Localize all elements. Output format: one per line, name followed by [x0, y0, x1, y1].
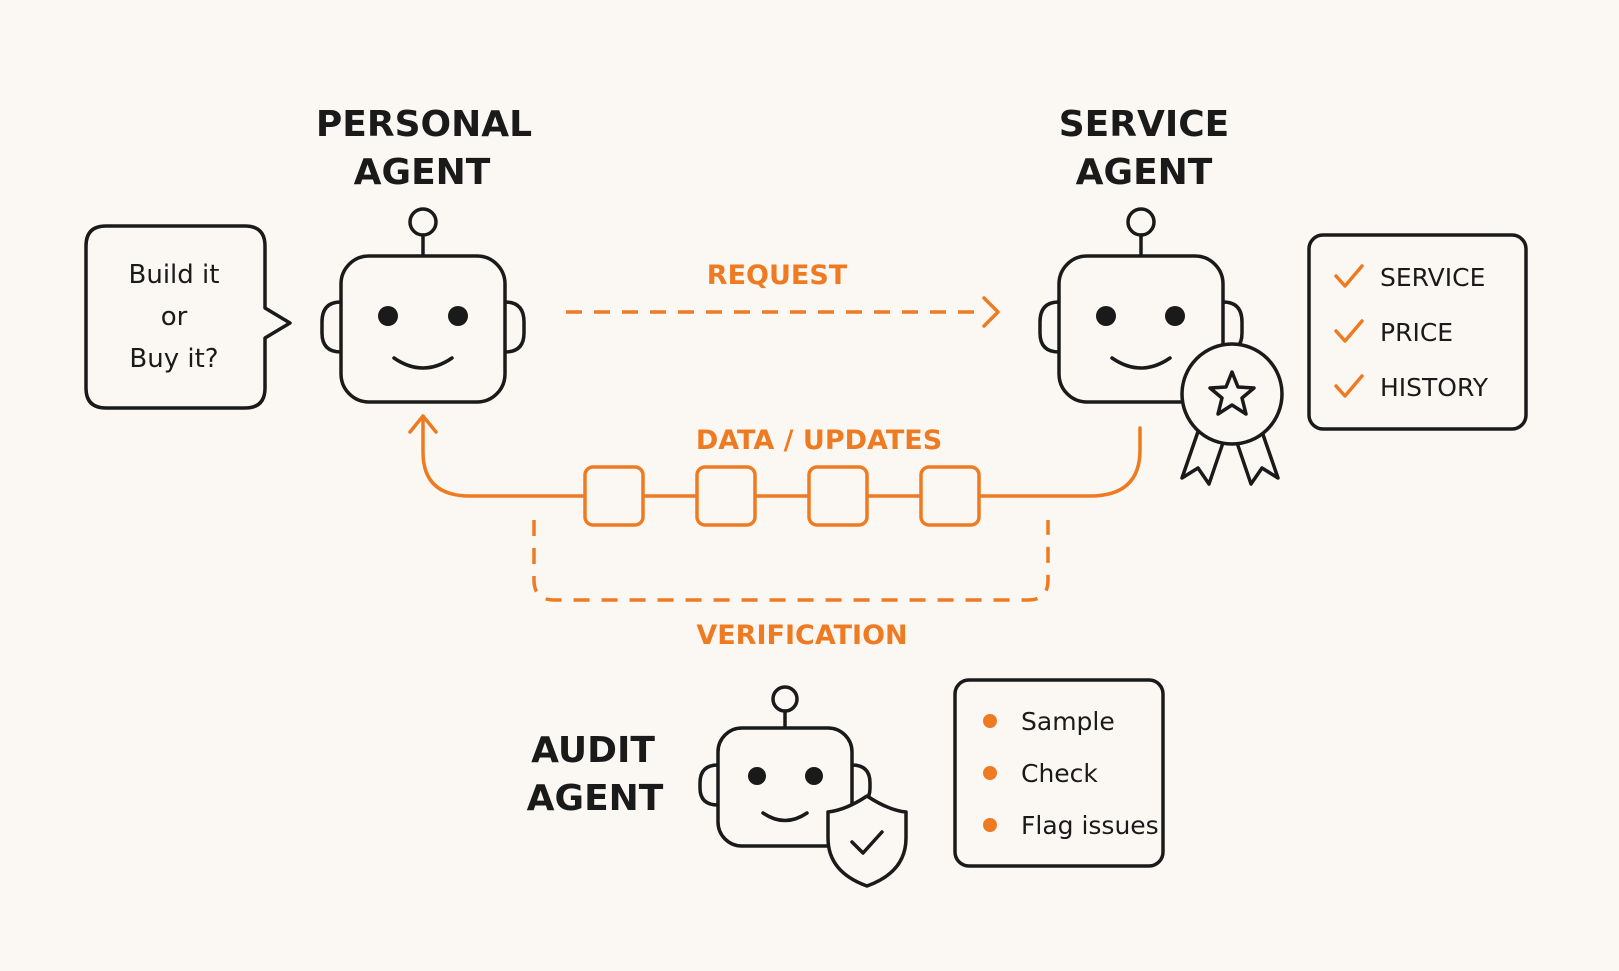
bullet-dot-icon: [983, 818, 997, 832]
data-block: [807, 465, 869, 527]
personal-agent-title-line1: PERSONAL: [316, 104, 532, 145]
arrow-up-icon: [408, 414, 438, 434]
personal-agent: PERSONAL AGENT Build it or Buy it?: [84, 104, 532, 410]
verification-label: VERIFICATION: [696, 620, 907, 651]
verification-bracket: [532, 520, 1050, 602]
request-flow: REQUEST: [566, 260, 1000, 328]
checklist-item: SERVICE: [1380, 263, 1485, 292]
data-blocks: [583, 465, 981, 527]
data-updates-flow: DATA / UPDATES: [408, 414, 1142, 527]
verification-flow: VERIFICATION: [532, 520, 1050, 651]
service-agent-title-line1: SERVICE: [1059, 104, 1230, 145]
audit-agent: AUDIT AGENT Sample Check Flag issues: [527, 678, 1165, 888]
checkmark-icon: [1334, 374, 1364, 398]
robot-icon: [320, 207, 526, 404]
speech-bubble-line3: Buy it?: [129, 344, 218, 374]
data-block: [583, 465, 645, 527]
checklist-item: HISTORY: [1380, 373, 1489, 402]
checklist-item: PRICE: [1380, 318, 1453, 347]
checkmark-icon: [1334, 264, 1364, 288]
speech-bubble-line2: or: [161, 302, 188, 332]
data-updates-arrow-line: [421, 418, 1142, 498]
star-icon: [1208, 370, 1256, 416]
arrow-right-icon: [982, 296, 1000, 328]
service-agent-title-line2: AGENT: [1076, 152, 1213, 193]
audit-task-item: Check: [1021, 759, 1098, 788]
service-checklist: SERVICE PRICE HISTORY: [1307, 233, 1528, 431]
data-updates-label: DATA / UPDATES: [696, 425, 942, 456]
audit-tasks-list: Sample Check Flag issues: [953, 678, 1165, 868]
checkmark-icon: [1334, 319, 1364, 343]
speech-bubble-line1: Build it: [129, 260, 220, 290]
audit-agent-title-line2: AGENT: [527, 778, 664, 819]
bullet-dot-icon: [983, 766, 997, 780]
robot-icon: [698, 685, 872, 848]
request-label: REQUEST: [707, 260, 848, 291]
data-block: [919, 465, 981, 527]
audit-agent-title-line1: AUDIT: [531, 730, 655, 771]
shield-check-icon: [826, 794, 908, 888]
data-block: [695, 465, 757, 527]
award-ribbon-icon: [1180, 342, 1284, 486]
bullet-dot-icon: [983, 714, 997, 728]
audit-task-item: Sample: [1021, 707, 1115, 736]
audit-task-item: Flag issues: [1021, 811, 1159, 840]
speech-bubble: Build it or Buy it?: [84, 224, 292, 410]
personal-agent-title-line2: AGENT: [354, 152, 491, 193]
service-agent: SERVICE AGENT SERVICE: [1038, 104, 1528, 486]
